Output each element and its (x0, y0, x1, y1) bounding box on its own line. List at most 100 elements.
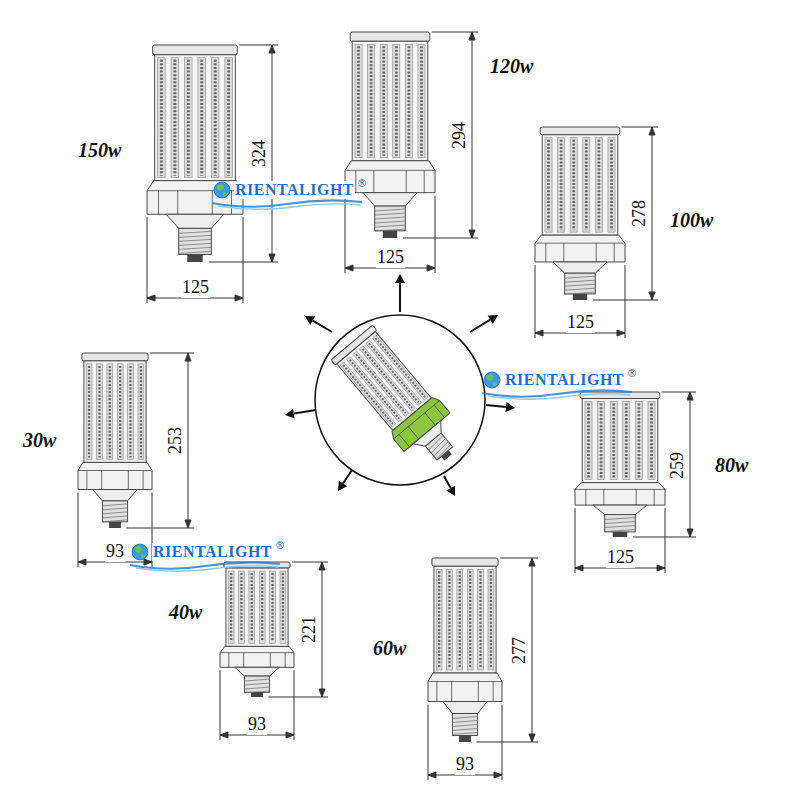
collar-fin (478, 682, 479, 702)
extension-line (294, 670, 295, 740)
dimension-value: 253 (165, 426, 186, 455)
led-strip (545, 138, 552, 232)
screw-thread (375, 213, 406, 215)
screw-base (452, 713, 477, 735)
corn-lamp (575, 392, 665, 537)
collar-fin (399, 434, 409, 446)
wattage-label: 120w (489, 55, 534, 78)
lamp-neck (363, 193, 417, 206)
led-strip (138, 364, 144, 460)
center-circle (315, 315, 485, 485)
led-chips (129, 366, 131, 458)
registered-mark: ® (356, 178, 368, 189)
collar-fin (434, 405, 444, 417)
led-chips (230, 573, 232, 641)
dimension-value: 93 (247, 714, 267, 735)
dimension-arrowhead (147, 295, 155, 301)
led-chips (200, 60, 203, 176)
lamp-neck (593, 505, 647, 514)
led-chips (375, 338, 424, 397)
dimension-value: 294 (449, 121, 470, 150)
screw-tip (573, 294, 587, 300)
screw-base (565, 273, 596, 294)
lamp-collar (345, 161, 435, 193)
screw-base (605, 515, 636, 532)
collar-fin (243, 653, 244, 668)
led-chips (490, 571, 492, 668)
collar-fin (545, 243, 546, 262)
brand-watermark: RIENTALIGHT (504, 371, 625, 389)
lamp-cap (350, 32, 430, 41)
arrow-head (285, 409, 295, 419)
dimension-arrowhead (319, 689, 325, 697)
dimension-arrowhead (469, 32, 475, 40)
collar-fin (436, 682, 437, 702)
collar-fin (636, 489, 637, 505)
collar-band (345, 170, 435, 171)
lamp-neck (553, 262, 607, 273)
lamp-cap (540, 127, 620, 135)
led-chips (572, 140, 575, 230)
led-chips (479, 571, 481, 668)
collar-fin (128, 471, 129, 490)
screw-thread (452, 724, 477, 726)
dimension-lines (575, 392, 696, 573)
lamp-body (434, 566, 496, 673)
screw-thread (244, 683, 269, 685)
led-chips (173, 60, 176, 176)
led-strip (598, 402, 605, 480)
direction-arrow (444, 476, 455, 496)
dimension-lines (147, 45, 278, 303)
wattage-label: 30w (22, 429, 57, 452)
dimension-value: 125 (181, 277, 210, 298)
dimension-arrowhead (286, 732, 294, 738)
extension-line (432, 32, 478, 33)
corn-lamp (345, 32, 435, 238)
screw-thread (565, 280, 596, 282)
collar-fin (654, 489, 655, 505)
lamp-neck (93, 490, 137, 501)
screw-thread (565, 288, 596, 290)
led-strip (372, 335, 428, 400)
screw-thread (605, 530, 636, 532)
lamp-cap (432, 558, 498, 566)
globe-sea (214, 182, 230, 198)
extension-line (78, 493, 79, 568)
collar-band (78, 470, 152, 471)
led-strip (635, 402, 642, 480)
led-chips (109, 366, 111, 458)
collar-fin (143, 471, 144, 490)
screw-base (179, 228, 212, 254)
brand-wave (136, 566, 279, 571)
screw-thread (102, 508, 127, 510)
arrow-shaft (470, 320, 490, 332)
lamp-cap (580, 392, 660, 399)
led-strip (610, 402, 617, 480)
led-strip (648, 402, 655, 480)
collar-fin (270, 653, 271, 668)
brand-globe (132, 544, 148, 560)
led-chips (610, 140, 613, 230)
led-chips (438, 571, 440, 668)
screw-thread (605, 518, 636, 520)
lamp-collar (428, 673, 502, 702)
led-strip (595, 138, 602, 232)
lamp-collar (220, 646, 294, 667)
dimension-arrowhead (427, 265, 435, 271)
screw-tip (383, 231, 397, 238)
led-strip (393, 44, 400, 157)
dimension-arrowhead (469, 230, 475, 238)
arrow-head (338, 481, 347, 491)
led-chips (587, 404, 590, 478)
height-dimension-line (652, 127, 653, 300)
led-chips (240, 573, 242, 641)
dimension-arrowhead (428, 772, 436, 778)
extension-line (662, 392, 696, 393)
collar-band (535, 243, 625, 244)
led-strip (249, 571, 255, 643)
dimension-arrowhead (235, 295, 243, 301)
globe-land (223, 192, 227, 196)
led-strip (478, 569, 484, 670)
led-strip (608, 138, 615, 232)
